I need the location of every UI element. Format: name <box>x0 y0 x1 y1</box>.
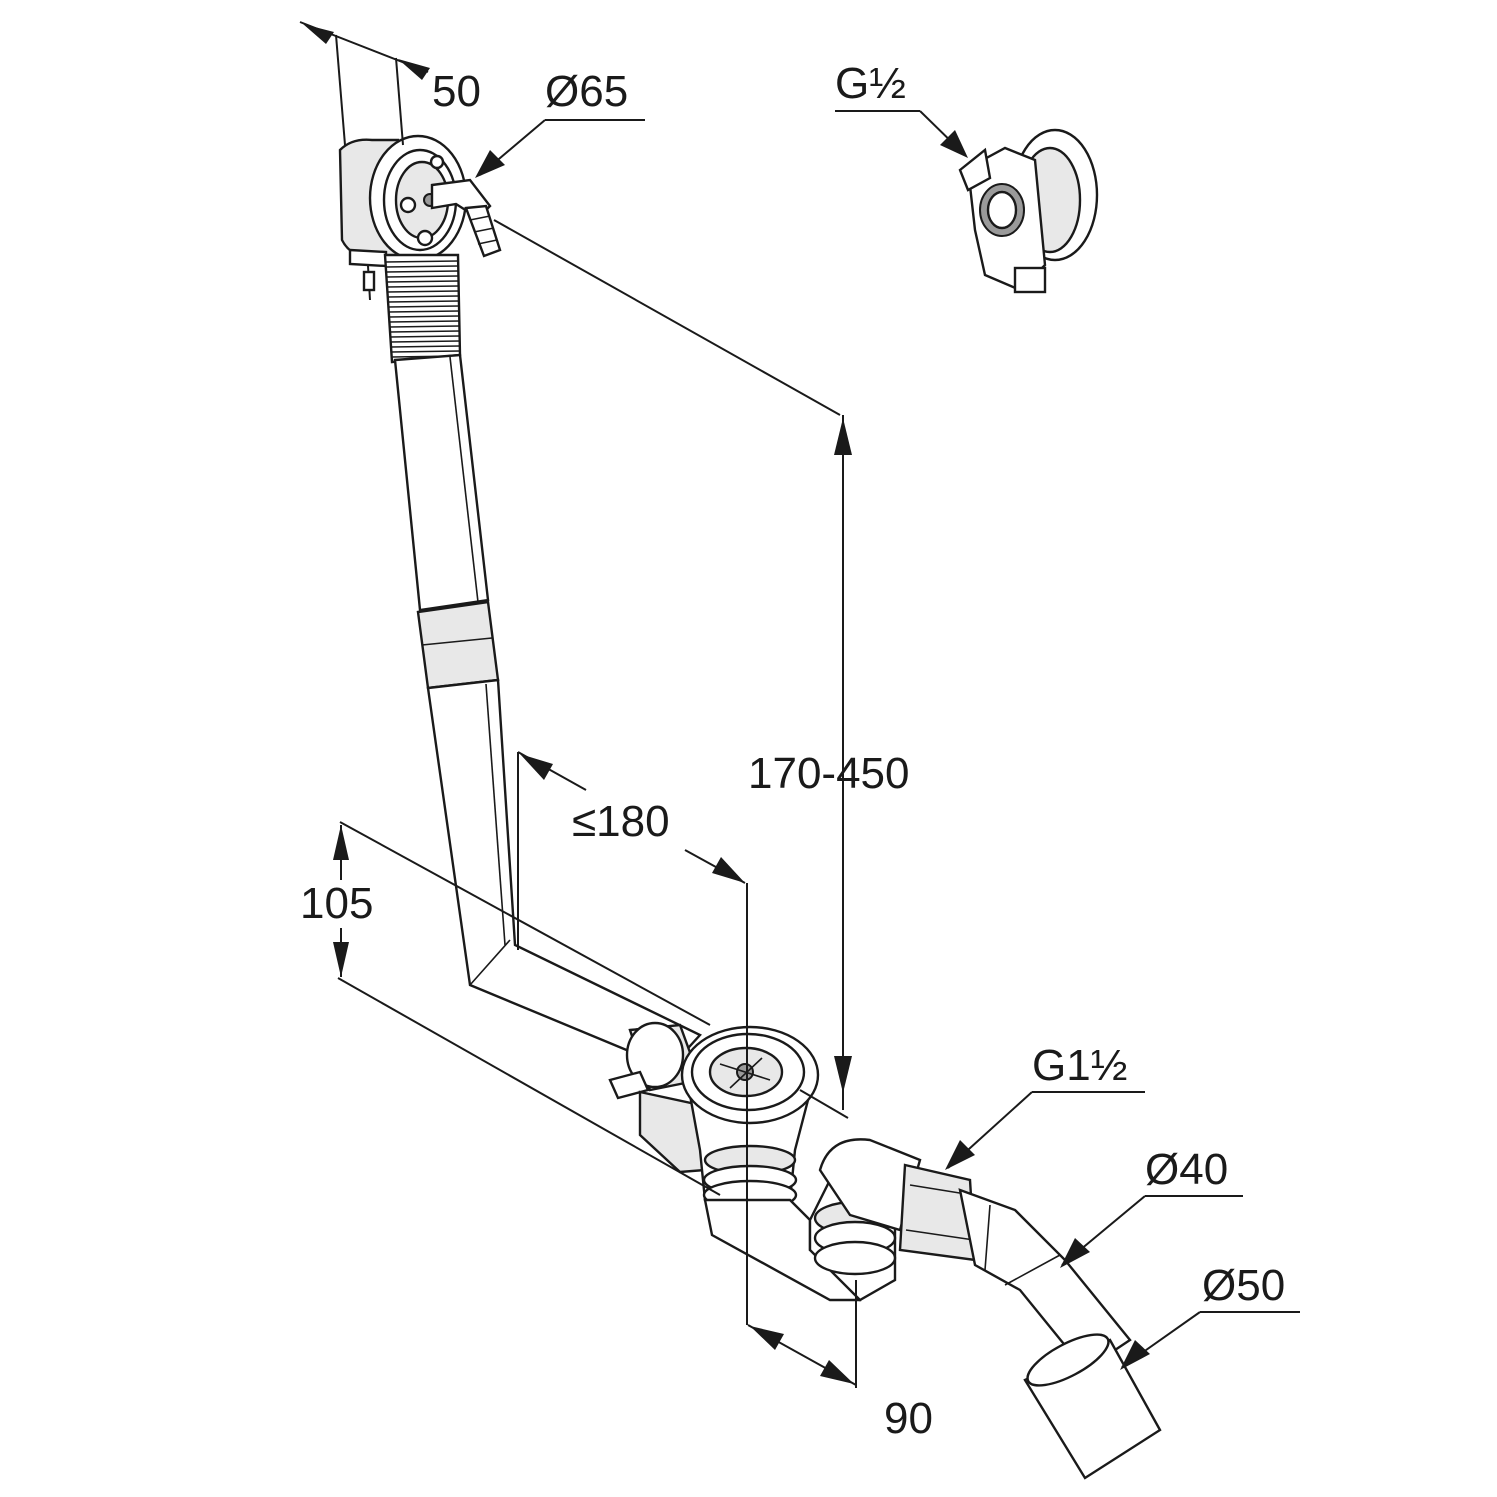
dim-170-450: 170-450 <box>748 749 909 798</box>
hose-rib <box>386 280 459 283</box>
hose-rib <box>387 285 459 288</box>
hose-rib <box>390 335 460 338</box>
dim-d50-pipe: Ø50 <box>1202 1261 1285 1310</box>
hose-rib <box>389 320 460 323</box>
hose-rib <box>388 310 460 313</box>
hose-rib <box>386 270 459 273</box>
hose-rib <box>391 350 460 353</box>
hose-rib <box>387 290 459 293</box>
hose-rib <box>389 325 460 328</box>
dim-d65: Ø65 <box>545 67 628 116</box>
lower-overflow-pipe <box>426 678 702 1070</box>
hose-rib <box>390 340 460 343</box>
dim-d40: Ø40 <box>1145 1145 1228 1194</box>
dimension-lines <box>299 21 1300 1388</box>
overflow-detail <box>958 128 1099 294</box>
hose-rib <box>391 345 460 348</box>
waste-valve <box>608 1021 1162 1480</box>
hose-rib <box>390 330 460 333</box>
dim-g-1-half: G1½ <box>1032 1041 1127 1090</box>
hose-rib <box>385 260 459 263</box>
hose-rib <box>386 275 459 278</box>
dim-90: 90 <box>884 1394 933 1443</box>
hose-rib <box>388 305 459 308</box>
corrugated-hose <box>383 253 462 364</box>
hose-rib <box>387 295 459 298</box>
dimension-labels: 50 Ø65 G½ 170-450 ≤180 105 G1½ Ø40 Ø50 9… <box>300 59 1285 1443</box>
hose-rib <box>385 265 459 268</box>
dim-le-180: ≤180 <box>572 797 670 846</box>
dim-50: 50 <box>432 67 481 116</box>
upper-overflow-pipe <box>393 353 500 690</box>
dim-g-half: G½ <box>835 59 906 108</box>
hose-rib <box>388 300 459 303</box>
overflow-head <box>338 134 502 301</box>
hose-rib <box>389 315 460 318</box>
dim-105: 105 <box>300 879 373 928</box>
